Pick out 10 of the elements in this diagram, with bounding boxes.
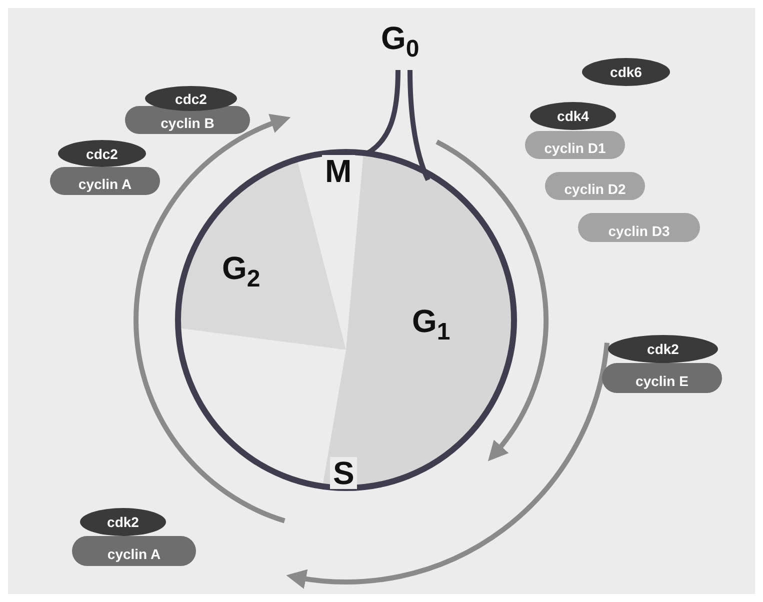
cyclin-pill: cyclin A (72, 536, 196, 566)
phase-label: G$_{1}$ (412, 304, 450, 344)
cyclin-pill: cyclin E (602, 363, 722, 393)
phase-label: G$_{2}$ (222, 252, 260, 292)
phase-label: S (330, 457, 358, 489)
cyclin-pill: cyclin D1 (525, 131, 625, 159)
phase-label: G$_{0}$ (380, 22, 420, 62)
cyclin-pill: cyclin A (50, 167, 160, 195)
cyclin-pill: cyclin D3 (578, 213, 700, 242)
cyclin-pill: cyclin D2 (545, 172, 645, 200)
